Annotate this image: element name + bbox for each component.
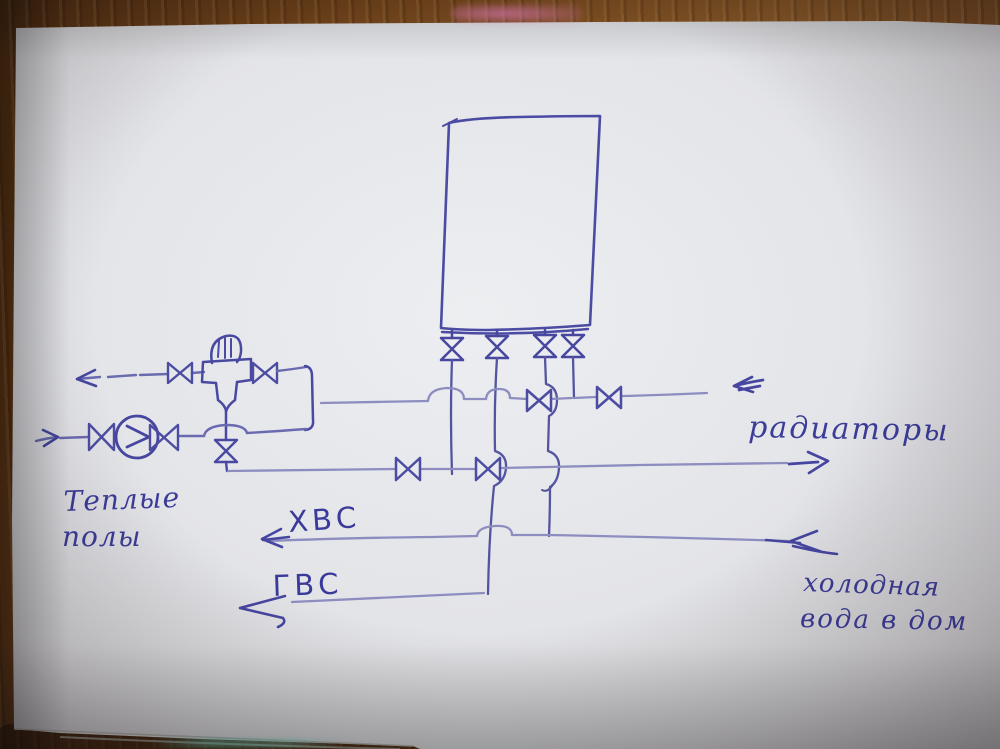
radiator-return-line — [226, 450, 830, 482]
label-warm-floors-line2: полы — [62, 520, 142, 553]
valve-icon — [87, 422, 116, 452]
label-warm-floors-line1: Теплые — [63, 481, 181, 518]
pump-icon — [114, 414, 160, 460]
second-sheet-edge — [59, 736, 401, 749]
boiler-stubs — [450, 328, 575, 340]
valve-icon — [166, 361, 194, 385]
thermostatic-head-hatch — [217, 337, 232, 359]
flow-arrow-left-icon — [260, 527, 291, 549]
flow-arrow-left-icon — [732, 375, 765, 394]
watermark-blur-top — [452, 4, 582, 23]
flow-arrow-right-icon — [41, 428, 60, 448]
pipe-crossing-arc — [484, 387, 512, 401]
label-hot-water-abbr: ГВС — [272, 567, 343, 603]
valve-icon — [525, 388, 553, 413]
valve-icon — [595, 385, 623, 410]
boiler-bottom-double-line — [440, 327, 590, 335]
valve-icon — [148, 423, 180, 452]
paper-sheet — [12, 21, 1000, 749]
label-radiators: радиаторы — [748, 410, 950, 449]
valve-icon — [394, 456, 422, 482]
corner-bracket — [303, 364, 315, 432]
thermostatic-head-icon — [210, 334, 243, 365]
warm-floor-circuit — [34, 334, 315, 473]
hot-water-line — [238, 591, 486, 629]
cold-water-line — [260, 524, 839, 556]
paper-bottom-edge — [13, 728, 414, 747]
radiator-supply-line — [319, 375, 765, 413]
valve-icon — [251, 361, 279, 385]
label-cold-water-abbr: ХВС — [287, 500, 361, 539]
pipe-crossing-arc — [426, 386, 466, 403]
pipe-heating-supply-drop — [571, 355, 576, 400]
watermark-tint-bottom — [150, 738, 345, 748]
three-way-mixing-valve-icon — [200, 334, 253, 442]
pipe-hook-stroke — [541, 485, 553, 492]
boiler — [439, 114, 602, 335]
flow-arrow-left-icon — [75, 368, 98, 388]
valve-icon — [474, 456, 502, 482]
label-cold-note-line2: вода в дом — [800, 604, 969, 637]
flow-arrow-left-icon — [238, 594, 287, 629]
flow-arrow-right-icon — [787, 450, 830, 475]
pipe-crossing-arc — [475, 524, 514, 538]
pipe-crossing-arc — [202, 423, 249, 438]
pipe-heating-return-drop — [449, 358, 454, 476]
flow-arrow-left-icon — [764, 529, 839, 556]
label-cold-note-line1: холодная — [803, 568, 941, 603]
